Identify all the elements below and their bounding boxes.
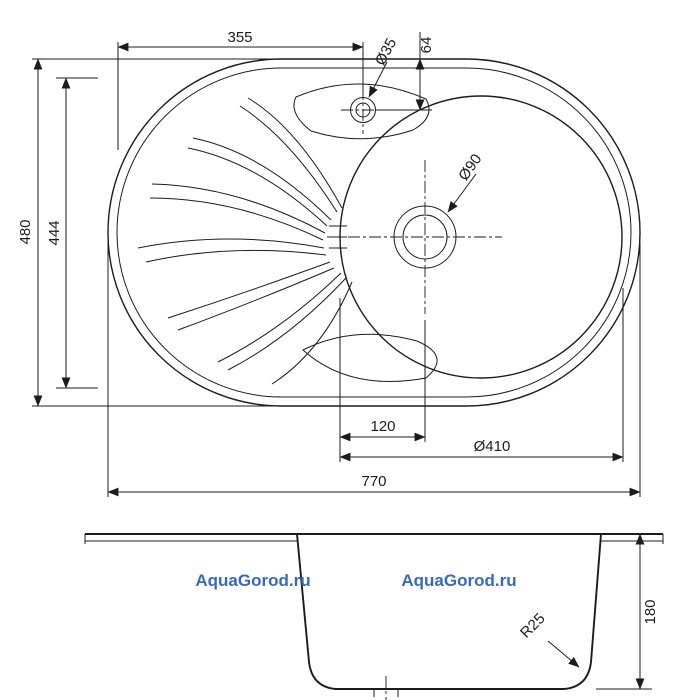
dim-label-overall-width: 770 — [361, 473, 386, 490]
dim-label-hole-offset: 64 — [418, 37, 435, 54]
watermark-left: AquaGorod.ru — [195, 571, 310, 590]
dim-label-hole-dia: Ø35 — [372, 35, 400, 68]
drain-stub — [373, 689, 399, 697]
dim-label-corner-radius: R25 — [517, 610, 548, 641]
sink-outer-rim — [107, 58, 641, 407]
dimensions: 355 Ø35 64 480 444 120 Ø410 770 Ø90 180 … — [17, 29, 659, 690]
leader-corner-radius — [547, 640, 580, 668]
dim-label-bowl-depth: 180 — [642, 599, 659, 624]
dim-label-drain-offset: 120 — [370, 418, 395, 435]
drainer-ribs — [137, 83, 438, 385]
dim-label-bowl-dia: Ø410 — [474, 438, 511, 455]
deck-details — [84, 534, 664, 544]
dim-label-top-width: 355 — [227, 29, 252, 46]
leader-drain-dia — [447, 173, 477, 213]
dim-label-overall-depth: 480 — [17, 219, 34, 244]
leader-hole-dia — [368, 61, 388, 98]
top-view — [107, 58, 641, 407]
extension-lines — [32, 32, 652, 690]
bowl-profile — [296, 533, 602, 690]
dim-label-drain-dia: Ø90 — [455, 151, 485, 184]
sink-inner-rim — [116, 67, 632, 398]
watermark-right: AquaGorod.ru — [401, 571, 516, 590]
watermarks: AquaGorod.ru AquaGorod.ru — [195, 571, 516, 590]
dim-label-inner-depth: 444 — [46, 220, 63, 245]
side-view — [84, 533, 664, 700]
